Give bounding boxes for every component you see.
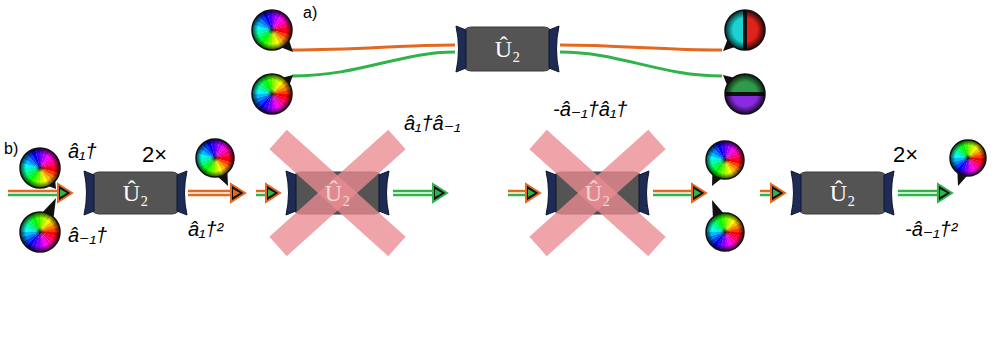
- mode-sphere: [20, 148, 60, 189]
- mode-spheres: [20, 10, 986, 252]
- mode-arrow: [393, 184, 447, 202]
- orange-mode-line: [292, 45, 455, 50]
- mode-arrow: [188, 184, 245, 202]
- unitary-box: Û₂: [545, 171, 650, 215]
- operator-label: Û₂: [325, 181, 351, 205]
- operator-label: Û₂: [585, 181, 611, 205]
- mode-sphere: [950, 140, 986, 186]
- mode-arrow: [256, 184, 280, 202]
- mode-sphere: [196, 139, 234, 186]
- creation-operator: â₋₁†: [68, 224, 107, 246]
- mode-arrow: [898, 184, 952, 202]
- cancelled-term: -â₋₁†â₁†: [553, 98, 627, 120]
- unitary-box: Û₂: [790, 171, 895, 215]
- creation-operator: â₁†: [68, 140, 97, 162]
- operator-label: Û₂: [830, 181, 856, 205]
- panel-label: b): [4, 140, 18, 158]
- cross-mark: [269, 130, 405, 256]
- mode-sphere: [723, 10, 765, 51]
- unitary-box: Û₂: [285, 171, 390, 215]
- operator-label: Û₂: [495, 37, 521, 61]
- green-mode-line: [560, 52, 722, 76]
- mode-arrow: [760, 184, 785, 202]
- multiplicity: 2×: [893, 143, 918, 167]
- multiplicity: 2×: [142, 143, 167, 167]
- cross-mark: [529, 130, 665, 256]
- mode-sphere: [706, 141, 744, 186]
- mode-sphere: [20, 198, 60, 252]
- panel-label: a): [303, 4, 317, 22]
- cross-mark: [529, 130, 665, 256]
- cancelled-term: â₁†â₋₁: [404, 112, 461, 134]
- green-mode-line: [292, 52, 455, 76]
- mode-arrow: [653, 184, 706, 202]
- mode-sphere: [723, 74, 765, 114]
- output-operator: -â₋₁†²: [905, 218, 957, 240]
- cross-mark: [269, 130, 405, 256]
- mode-sphere: [252, 74, 293, 114]
- output-operator: â₁†²: [188, 218, 223, 240]
- unitary-box: Û₂: [455, 26, 560, 72]
- mode-sphere: [706, 200, 744, 251]
- orange-mode-line: [560, 45, 722, 50]
- operator-label: Û₂: [123, 181, 149, 205]
- mode-sphere: [252, 10, 293, 52]
- unitary-box: Û₂: [83, 171, 188, 215]
- mode-arrow: [508, 184, 540, 202]
